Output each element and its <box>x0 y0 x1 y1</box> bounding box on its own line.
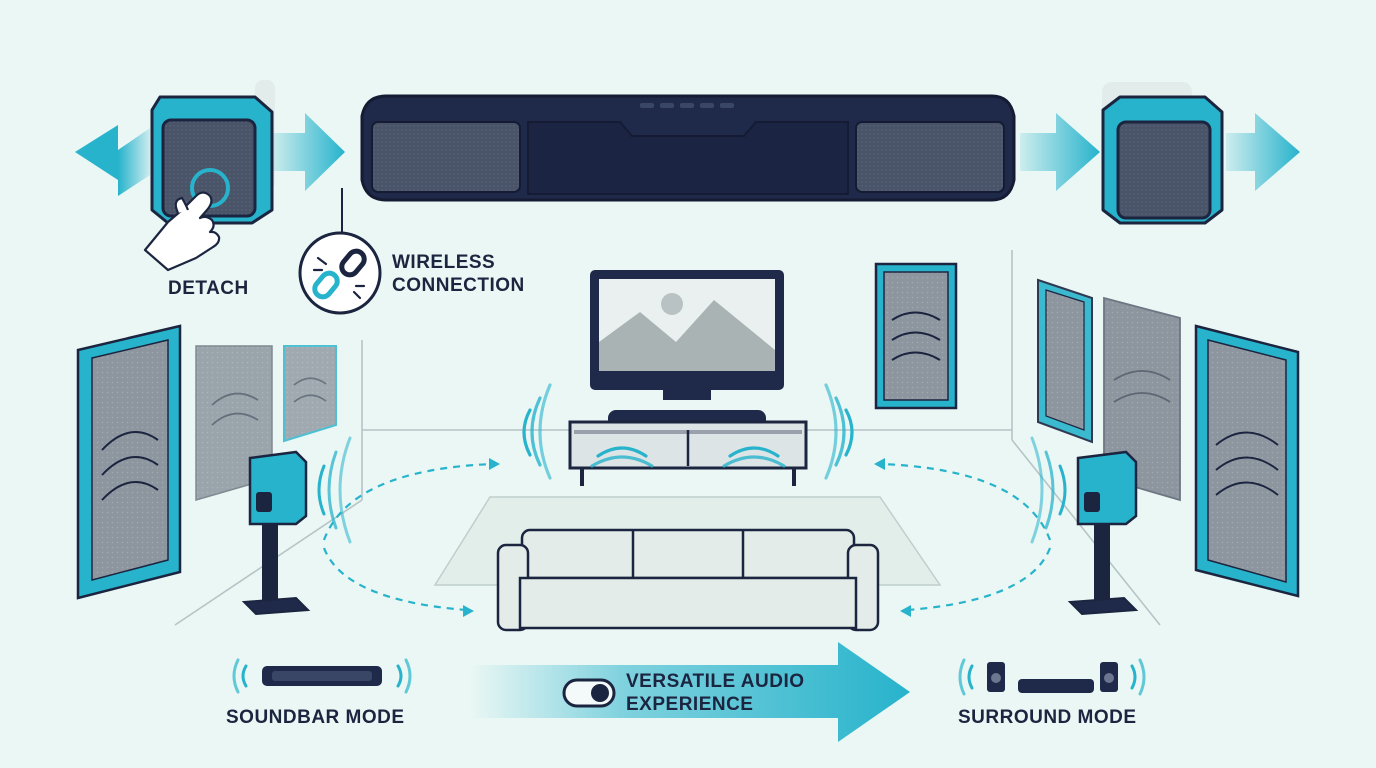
wireless-label-line2: CONNECTION <box>392 275 525 296</box>
sound-wave-icon <box>522 383 854 480</box>
surround-mode-label: SURROUND MODE <box>958 707 1137 728</box>
tv-stand <box>568 410 808 486</box>
broken-link-icon <box>298 188 382 315</box>
sound-path-arrowheads <box>463 458 911 617</box>
hand-tap-icon <box>143 191 221 272</box>
versatile-label-line1: VERSATILE AUDIO <box>626 671 805 692</box>
sound-path-arrows <box>322 462 1052 612</box>
versatile-label-line2: EXPERIENCE <box>626 694 754 715</box>
toggle-switch-icon <box>562 678 616 708</box>
couch <box>496 528 880 632</box>
television <box>590 270 784 400</box>
detached-speaker-left <box>75 80 345 272</box>
detached-speaker-right <box>1020 82 1300 225</box>
soundbar-mode-label: SOUNDBAR MODE <box>226 707 405 728</box>
wireless-label-line1: WIRELESS <box>392 252 496 273</box>
stand-speaker-left <box>241 436 352 616</box>
mode-transition-arrow <box>470 642 910 742</box>
surround-mode-icon <box>958 658 1146 696</box>
stand-speaker-right <box>1030 436 1139 616</box>
main-soundbar <box>360 94 1016 202</box>
detach-label: DETACH <box>168 278 249 299</box>
acoustic-panel-back <box>874 262 958 410</box>
soundbar-mode-icon <box>232 658 412 694</box>
acoustic-panels-right <box>1037 278 1300 598</box>
